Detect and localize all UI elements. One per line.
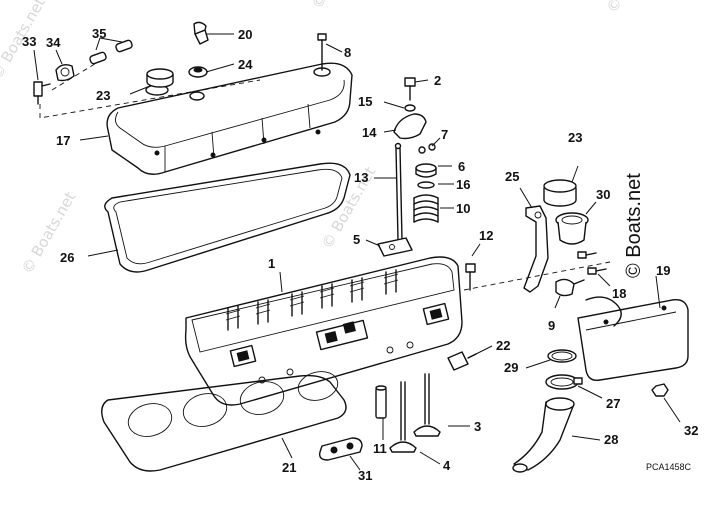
o-ring [547,349,577,363]
intake-valve [389,381,417,453]
valve-keepers [418,143,436,154]
callout-20: 20 [238,27,252,42]
callout-26: 26 [60,250,74,265]
valve-cover [106,62,353,175]
valve-cover-gasket [104,162,351,273]
oil-filler-cap-left [146,68,174,88]
valve-cover-bolt [317,33,327,71]
support-bracket [523,205,549,293]
watermark-text: © Boats.net [308,0,369,12]
vent-fitting [33,81,51,105]
callout-19: 19 [656,263,670,278]
hex-nut [651,383,669,397]
callout-6: 6 [458,159,465,174]
callout-12: 12 [479,228,493,243]
exhaust-ports [229,302,450,368]
callout-16: 16 [456,177,470,192]
bracket-screw [587,267,607,275]
callout-27: 27 [606,396,620,411]
callout-5: 5 [353,232,360,247]
temperature-sender [447,351,477,371]
valve-spring-row [225,269,399,331]
callout-23-left: 23 [96,88,110,103]
grommet [188,66,208,78]
thermostat-cap [543,179,577,207]
head-gasket [101,371,347,472]
callout-7: 7 [441,127,448,142]
callout-10: 10 [456,201,470,216]
cable-clamp [555,278,585,297]
callout-32: 32 [684,423,698,438]
callout-1: 1 [268,256,275,271]
callout-15: 15 [358,94,372,109]
thermostat-housing-plate [577,296,689,381]
callout-17: 17 [56,133,70,148]
cylinder-head [184,256,463,406]
valve-spring [413,194,439,223]
pushrod-guide-plate [377,237,413,257]
pivot-washer [404,104,416,112]
callout-2: 2 [434,73,441,88]
callout-30: 30 [596,187,610,202]
callout-4: 4 [443,458,451,473]
callout-18: 18 [612,286,626,301]
hose-clamp-large [545,374,583,390]
rocker-stud-nut [404,77,416,101]
spring-retainer [415,163,437,178]
water-passage-plate [318,437,363,461]
callout-8: 8 [344,45,351,60]
callout-13: 13 [354,170,368,185]
pushrod [394,142,403,241]
callout-24: 24 [238,57,253,72]
watermark-text: © Boats.net [318,164,379,252]
callout-9: 9 [548,318,555,333]
callout-21: 21 [282,460,296,475]
valve-guide [375,385,387,419]
callout-31: 31 [358,468,372,483]
leader-lines [33,33,681,471]
callout-35: 35 [92,26,106,41]
callout-labels: 1 2 3 4 5 6 7 8 9 10 11 12 13 14 15 16 1… [22,26,698,483]
thermostat [555,212,589,245]
callout-25: 25 [505,169,519,184]
valve-stem-seal [417,181,435,189]
figure-code: PCA1458C [646,462,692,472]
callout-28: 28 [604,432,618,447]
callout-3: 3 [474,419,481,434]
callout-11: 11 [373,441,387,456]
exhaust-valve [413,373,441,437]
assembly-lines [39,61,611,291]
hose-clamp [55,63,75,82]
head-bolt [465,263,476,291]
watermark-text: © Boats.net [603,0,664,16]
rocker-arm [393,113,427,140]
callout-33: 33 [22,34,36,49]
callout-14: 14 [362,125,377,140]
elbow-fitting [193,21,209,45]
callout-29: 29 [504,360,518,375]
coolant-hose [512,397,575,473]
hose-pieces [89,39,133,65]
callout-23-right: 23 [568,130,582,145]
brand-watermark: © Boats.net [623,173,645,278]
callout-34: 34 [46,35,61,50]
bracket-bolt [577,251,597,259]
callout-22: 22 [496,338,510,353]
